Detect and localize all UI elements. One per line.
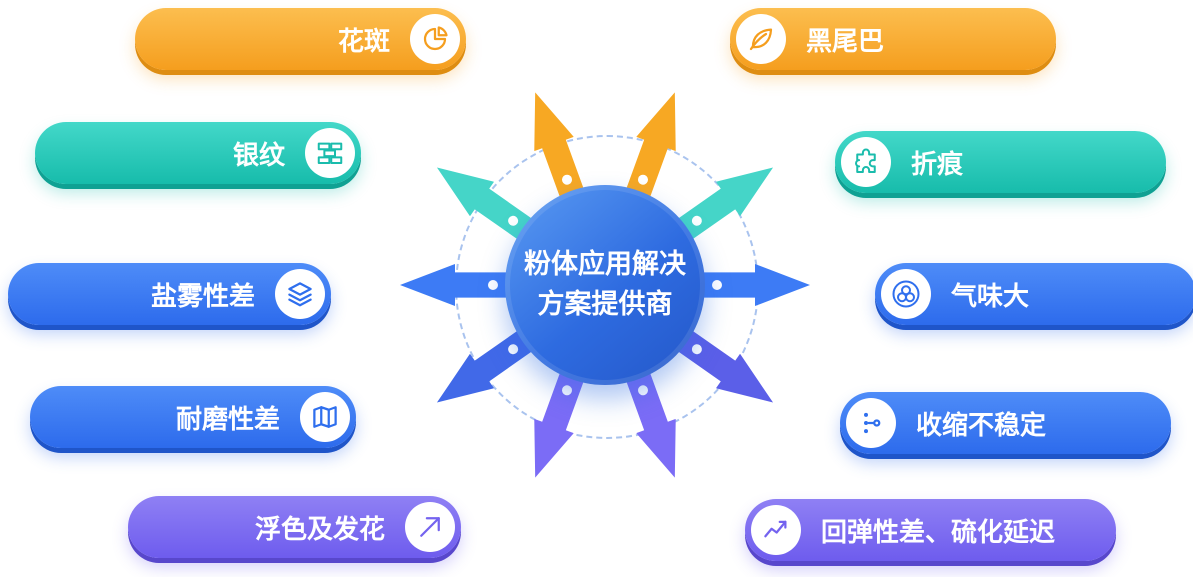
arrow-dot [690, 214, 704, 228]
puzzle-icon [841, 137, 891, 187]
pill-label: 耐磨性差 [175, 404, 280, 435]
arrow-dot [637, 173, 650, 186]
pill-label: 气味大 [951, 281, 1030, 312]
center-title-line2: 方案提供商 [537, 289, 673, 320]
pill-label: 收缩不稳定 [916, 410, 1047, 441]
pill-label: 银纹 [232, 140, 285, 171]
problem-pill-crease: 折痕 [835, 131, 1166, 193]
center-title-line1: 粉体应用解决 [524, 248, 686, 280]
pie-chart-icon [410, 14, 460, 64]
problem-pill-salt-spray: 盐雾性差 [8, 263, 331, 325]
arrow-dot [561, 384, 574, 397]
problem-pill-shrinkage: 收缩不稳定 [840, 392, 1171, 454]
problem-pill-silver-streaks: 银纹 [35, 122, 361, 184]
brick-wall-icon [305, 128, 355, 178]
center-circle: 粉体应用解决 方案提供商 [505, 185, 705, 385]
problem-pill-abrasion: 耐磨性差 [30, 386, 356, 448]
pill-label: 黑尾巴 [806, 26, 885, 57]
arrow-dot [561, 173, 574, 186]
bubbles-icon [881, 269, 931, 319]
problem-pill-black-tail: 黑尾巴 [730, 8, 1056, 70]
pill-label: 花斑 [337, 26, 390, 57]
arrow-dot [690, 342, 704, 356]
pill-label: 折痕 [911, 149, 964, 180]
pill-label: 浮色及发花 [254, 514, 385, 545]
pill-label: 盐雾性差 [150, 281, 255, 312]
line-chart-icon [751, 505, 801, 555]
map-icon [300, 392, 350, 442]
arrow-dot [506, 214, 520, 228]
problem-pill-color-floating: 浮色及发花 [128, 496, 461, 558]
pill-label: 回弹性差、硫化延迟 [821, 517, 1056, 548]
layers-icon [275, 269, 325, 319]
trend-arrow-icon [405, 502, 455, 552]
problem-pill-mottling: 花斑 [135, 8, 466, 70]
arrow-dot [506, 342, 520, 356]
arrow-dot [637, 384, 650, 397]
problem-pill-rebound-delay: 回弹性差、硫化延迟 [745, 499, 1116, 561]
leaf-icon [736, 14, 786, 64]
nodes-icon [846, 398, 896, 448]
problem-pill-odor: 气味大 [875, 263, 1193, 325]
arrow-dot [712, 280, 722, 290]
arrow-dot [488, 280, 498, 290]
